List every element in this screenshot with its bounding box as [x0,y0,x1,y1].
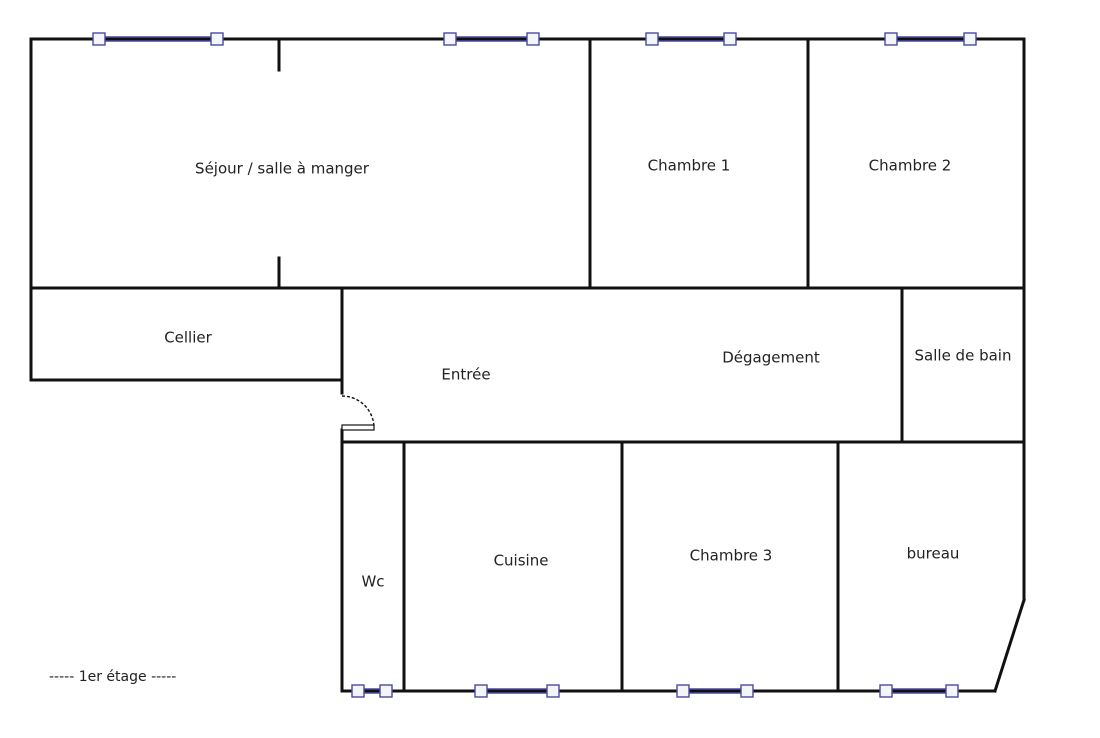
room-label-chambre3: Chambre 3 [690,547,773,565]
wall-right-chamfer [993,598,1026,693]
window-cuisine [474,684,560,698]
door-sill [341,424,375,431]
room-label-chambre2: Chambre 2 [869,157,952,175]
room-label-sejour: Séjour / salle à manger [195,160,370,178]
room-label-cellier: Cellier [164,329,212,347]
window-bureau [879,684,959,698]
floor-label: ----- 1er étage ----- [49,669,176,685]
room-label-degagement: Dégagement [722,349,820,367]
windows [92,32,977,698]
window-sejour-1 [92,32,224,46]
entrance-door [341,395,375,431]
room-label-entree: Entrée [441,366,490,384]
walls [29,37,1026,693]
window-sejour-2 [443,32,540,46]
window-chambre1 [645,32,737,46]
room-label-salle-de-bain: Salle de bain [915,347,1012,365]
room-label-chambre1: Chambre 1 [648,157,731,175]
window-wc [351,684,393,698]
room-label-wc: Wc [361,573,384,591]
room-label-bureau: bureau [907,545,960,563]
room-labels: Séjour / salle à manger Chambre 1 Chambr… [164,157,1011,591]
door-swing-arc [341,395,375,429]
room-label-cuisine: Cuisine [494,552,549,570]
window-chambre3 [676,684,754,698]
window-chambre2 [884,32,977,46]
